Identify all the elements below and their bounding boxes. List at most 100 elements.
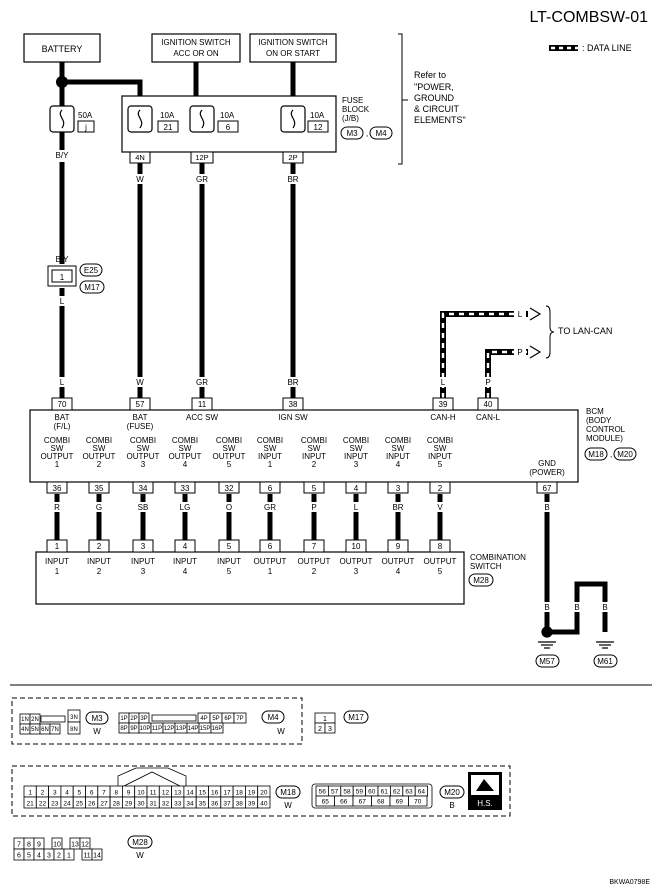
wire-color: BR xyxy=(392,503,403,512)
pin-label: 66 xyxy=(340,799,348,806)
svg-text:OUTPUT: OUTPUT xyxy=(340,557,373,566)
svg-text:1: 1 xyxy=(323,716,327,723)
bcm-pin-color-2: GR xyxy=(196,378,208,387)
svg-text:ACC OR ON: ACC OR ON xyxy=(173,49,219,58)
svg-text:INPUT: INPUT xyxy=(45,557,69,566)
svg-text:35: 35 xyxy=(95,484,104,493)
svg-text:5: 5 xyxy=(227,460,232,469)
svg-text:2: 2 xyxy=(97,542,102,551)
pin-label: 23 xyxy=(51,801,59,808)
pin-label: 31 xyxy=(150,801,158,808)
svg-text:E25: E25 xyxy=(84,266,99,275)
pin-label: 4 xyxy=(65,790,69,797)
pin-label: 40 xyxy=(260,801,268,808)
pin-label: 22 xyxy=(39,801,47,808)
svg-text:4N: 4N xyxy=(21,727,29,733)
fuse-color-1: W xyxy=(136,175,144,184)
pin-label: 3 xyxy=(47,853,51,860)
pin-label: 64 xyxy=(418,789,426,796)
svg-text:SW: SW xyxy=(51,444,64,453)
svg-text:7N: 7N xyxy=(51,727,59,733)
svg-text:3N: 3N xyxy=(70,715,78,721)
pin-label: 70 xyxy=(414,799,422,806)
svg-text:4: 4 xyxy=(354,484,359,493)
svg-text:COMBI: COMBI xyxy=(172,436,198,445)
svg-text:M28: M28 xyxy=(473,576,489,585)
svg-text:IGNITION SWITCH: IGNITION SWITCH xyxy=(258,38,328,47)
refer-note: Refer to "POWER, GROUND & CIRCUIT ELEMEN… xyxy=(414,70,466,125)
fuse-color-0: B/Y xyxy=(56,151,70,160)
svg-text:39: 39 xyxy=(439,400,448,409)
ignition-on-box: IGNITION SWITCH ON OR START xyxy=(249,33,337,63)
svg-text:COMBI: COMBI xyxy=(130,436,156,445)
svg-text:2: 2 xyxy=(97,567,102,576)
svg-text:57: 57 xyxy=(136,400,145,409)
wire-color: O xyxy=(226,503,232,512)
svg-text:8N: 8N xyxy=(70,727,78,733)
svg-text:INPUT: INPUT xyxy=(131,557,155,566)
pin-label: 1 xyxy=(67,853,71,860)
svg-text:12P: 12P xyxy=(195,153,208,162)
svg-text:GND: GND xyxy=(538,459,556,468)
svg-text:OUTPUT: OUTPUT xyxy=(127,452,160,461)
svg-text:OUTPUT: OUTPUT xyxy=(298,557,331,566)
svg-text:3: 3 xyxy=(141,460,146,469)
svg-text:3: 3 xyxy=(354,567,359,576)
svg-text:1: 1 xyxy=(268,567,273,576)
svg-text:COMBI: COMBI xyxy=(257,436,283,445)
svg-text:67: 67 xyxy=(543,484,552,493)
pin-label: 27 xyxy=(100,801,108,808)
pin-label: 57 xyxy=(331,789,339,796)
fuse-block-label: FUSE BLOCK (J/B) M3 , M4 xyxy=(340,96,393,140)
pin-label: 5 xyxy=(78,790,82,797)
bcm-pin-color-5: P xyxy=(485,378,490,387)
svg-text:OUTPUT: OUTPUT xyxy=(382,557,415,566)
svg-text:OUTPUT: OUTPUT xyxy=(254,557,287,566)
svg-text:4: 4 xyxy=(183,460,188,469)
wire-color: B xyxy=(544,603,549,612)
svg-text:15P: 15P xyxy=(200,726,211,732)
pin-label: 13 xyxy=(71,842,79,849)
svg-text:L: L xyxy=(60,297,65,306)
svg-text:Refer to: Refer to xyxy=(414,70,446,80)
splice-dot xyxy=(56,76,68,88)
svg-text:1P: 1P xyxy=(120,716,127,722)
svg-text:16P: 16P xyxy=(212,726,223,732)
svg-text:FUSE: FUSE xyxy=(342,96,363,105)
joint-connector: B/Y 1 L E25 M17 xyxy=(47,255,105,306)
pin-label: 67 xyxy=(359,799,367,806)
svg-text:M4: M4 xyxy=(267,713,279,722)
wire-color: SB xyxy=(138,503,149,512)
svg-text:3: 3 xyxy=(141,542,146,551)
ignition-acc-box: IGNITION SWITCH ACC OR ON xyxy=(151,33,241,63)
pin-label: 2 xyxy=(57,853,61,860)
pin-label: 26 xyxy=(88,801,96,808)
pin-cell xyxy=(63,848,75,861)
pin-label: 12 xyxy=(81,842,89,849)
svg-text:7P: 7P xyxy=(236,716,243,722)
pin-label: 6 xyxy=(17,853,21,860)
svg-text:21: 21 xyxy=(164,123,173,132)
svg-text:11P: 11P xyxy=(152,726,162,732)
pin-label: 32 xyxy=(162,801,170,808)
svg-text:1: 1 xyxy=(60,273,65,282)
can-h-color: L xyxy=(518,310,523,319)
data-line-legend: : DATA LINE xyxy=(549,43,632,53)
pin-label: 20 xyxy=(260,790,268,797)
pin-label: 6 xyxy=(90,790,94,797)
pin-label: 39 xyxy=(248,801,256,808)
connector-m4: 1P 2P 3P 4P 5P 6P 7P 8P 9P 10P 11P 12P 1… xyxy=(118,710,285,736)
svg-text:W: W xyxy=(284,801,292,810)
svg-text:M20: M20 xyxy=(617,450,633,459)
svg-text:M17: M17 xyxy=(84,283,100,292)
fuse-color-2: GR xyxy=(196,175,208,184)
svg-text:"POWER,: "POWER, xyxy=(414,82,454,92)
svg-text:SW: SW xyxy=(179,444,192,453)
svg-text:10A: 10A xyxy=(310,111,325,120)
svg-text:SW: SW xyxy=(264,444,277,453)
svg-text:ACC SW: ACC SW xyxy=(186,413,218,422)
connector-group-2 xyxy=(11,765,511,817)
pin-label: 12 xyxy=(162,790,170,797)
pin-label: 68 xyxy=(377,799,385,806)
